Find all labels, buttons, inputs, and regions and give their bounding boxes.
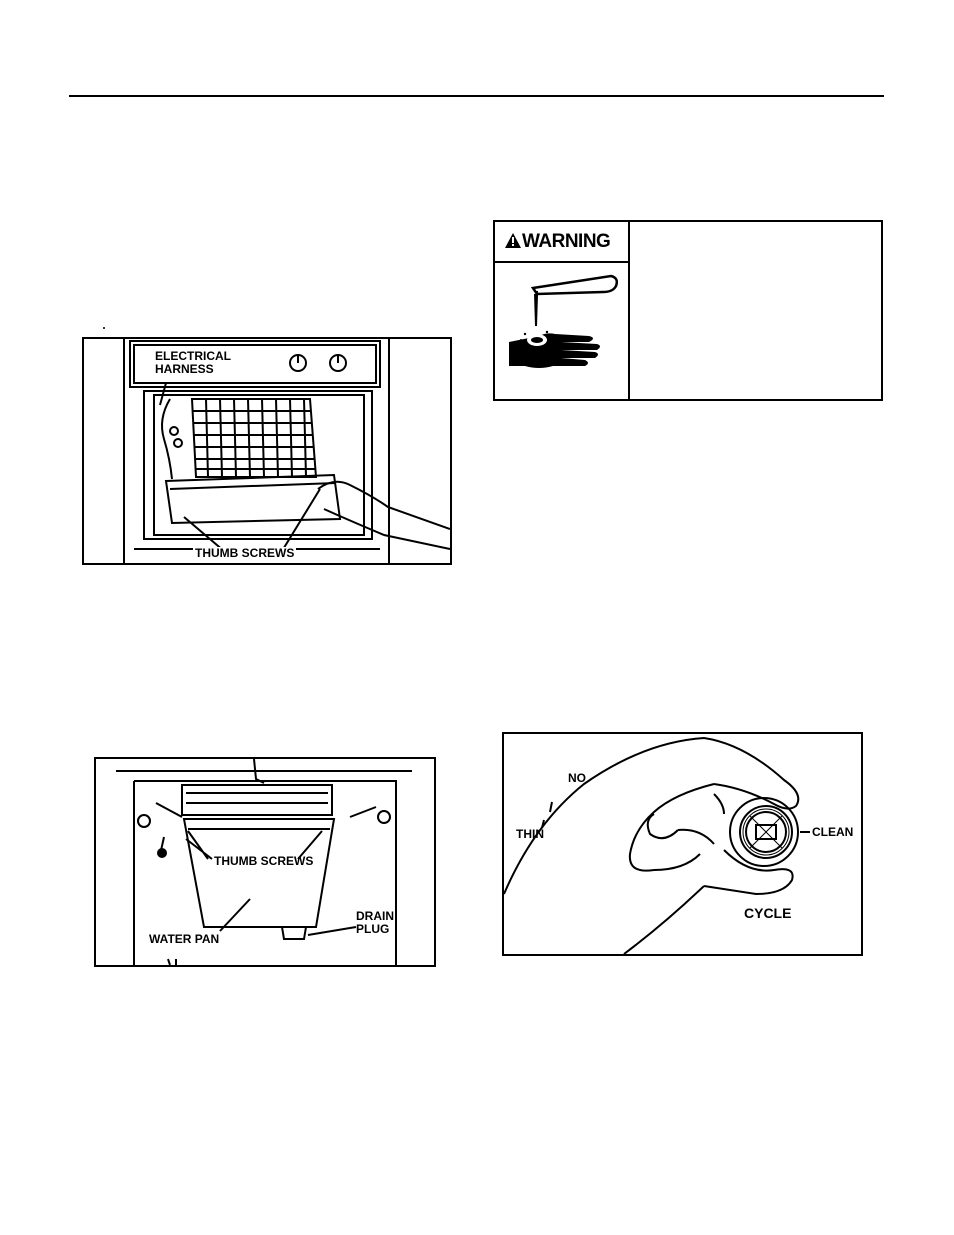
- label-clean: CLEAN: [812, 825, 854, 839]
- label-harness: HARNESS: [155, 362, 214, 376]
- figure-cycle-knob: NO THIN CLEAN CYCLE: [502, 732, 863, 956]
- figure-2-drawing: [116, 759, 412, 965]
- warning-triangle-icon: [505, 233, 521, 248]
- label-plug: PLUG: [356, 922, 390, 936]
- label-cycle: CYCLE: [744, 905, 792, 921]
- label-thumb-screws: THUMB SCREWS: [214, 854, 314, 868]
- warning-symbol-panel: WARNING: [495, 222, 630, 399]
- warning-header: WARNING: [495, 222, 628, 263]
- label-drain: DRAIN: [356, 909, 394, 923]
- label-no: NO: [568, 771, 586, 785]
- label-thumb-screws: THUMB SCREWS: [193, 546, 297, 560]
- label-thin: THIN: [516, 827, 544, 841]
- warning-title: WARNING: [522, 231, 611, 252]
- label-water-pan: WATER PAN: [149, 932, 220, 946]
- header-rule: [69, 95, 884, 97]
- speck: [103, 327, 105, 329]
- warning-box: WARNING: [493, 220, 883, 401]
- figure-water-pan: THUMB SCREWS WATER PAN DRAIN PLUG: [94, 757, 436, 967]
- figure-1-drawing: [123, 339, 450, 563]
- corrosive-hand-icon: [509, 274, 618, 368]
- label-electrical: ELECTRICAL: [155, 349, 231, 363]
- figure-3-drawing: [504, 736, 810, 954]
- figure-electrical-harness: ELECTRICAL HARNESS THUMB SCREWS: [82, 337, 452, 565]
